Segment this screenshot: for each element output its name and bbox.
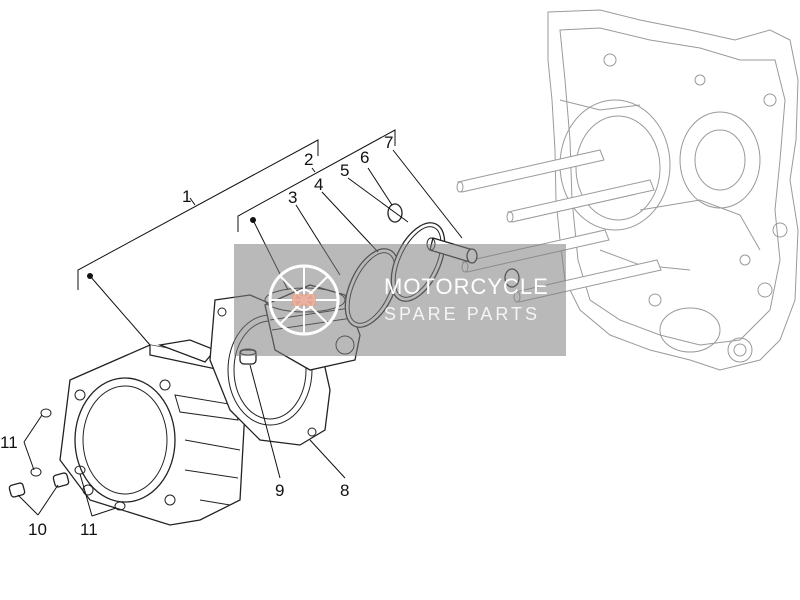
motorcycle-wheel-logo-icon [268, 264, 340, 336]
callout-2: 2 [304, 150, 313, 169]
callout-6: 6 [360, 148, 369, 167]
watermark-banner: MOTORCYCLE SPARE PARTS [234, 244, 566, 356]
watermark-subtitle: SPARE PARTS [384, 304, 541, 324]
cylinder-part [59, 339, 246, 526]
callout-11-left: 11 [0, 433, 18, 452]
callout-1: 1 [182, 187, 191, 206]
nuts-and-washers [8, 408, 126, 511]
callout-5: 5 [340, 161, 349, 180]
callout-4: 4 [314, 175, 323, 194]
callout-10: 10 [28, 520, 47, 539]
leader-lines [17, 129, 463, 517]
callout-numbers: 1 2 3 4 5 6 7 8 9 10 11 11 [0, 133, 393, 539]
callout-3: 3 [288, 188, 297, 207]
callout-9: 9 [275, 481, 284, 500]
watermark-title: MOTORCYCLE [384, 274, 549, 299]
callout-7: 7 [384, 133, 393, 152]
callout-11-bottom: 11 [80, 520, 98, 539]
callout-8: 8 [340, 481, 349, 500]
